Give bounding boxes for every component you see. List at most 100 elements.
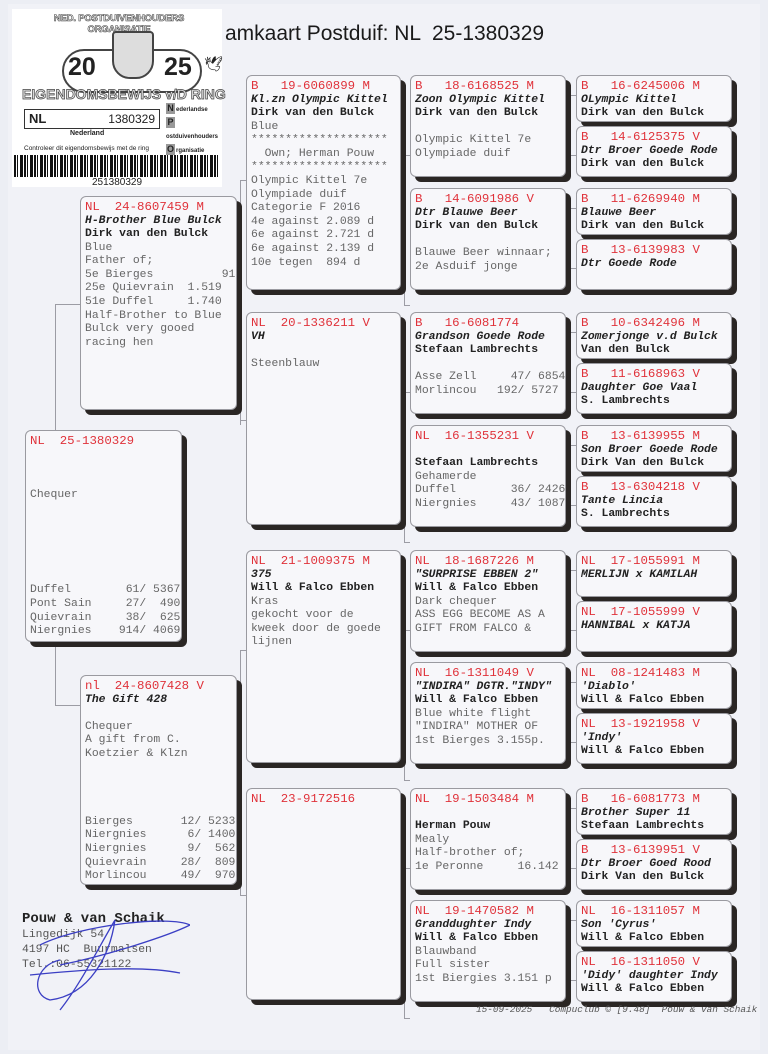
breeder: Will & Falco Ebben [415, 582, 539, 595]
connector-line [55, 304, 80, 305]
ring-number: 1380329 [108, 112, 155, 126]
grandparent-card[interactable]: NL 23-9172516 [246, 788, 401, 1000]
org-word: ederlandse [176, 107, 208, 113]
ring-number: NL 21-1009375 M [251, 554, 370, 568]
connector-line [570, 208, 576, 209]
note-line [30, 571, 177, 585]
note-line: Chequer [85, 720, 133, 733]
breeder: Dirk van den Bulck [581, 158, 705, 171]
note-line [85, 802, 232, 816]
pigeon-name: 'Indy' [581, 731, 623, 744]
connector-line [570, 445, 576, 446]
ring-number: nl 24-8607428 V [85, 679, 204, 693]
great-great-grandparent-card[interactable]: NL 13-1921958 V'Indy'Will & Falco Ebben [576, 713, 732, 764]
barcode [14, 155, 220, 177]
note-line: Blue white flight [415, 707, 532, 720]
note-line [30, 516, 177, 530]
connector-line [55, 304, 56, 430]
connector-line [570, 682, 571, 742]
breeder: Dirk Van den Bulck [581, 457, 705, 470]
note-line: ******************** [251, 134, 388, 147]
note-line: 51e Duffel 1.740 [85, 296, 222, 309]
connector-line [570, 808, 571, 868]
connector-line [570, 392, 576, 393]
ring-number: B 10-6342496 M [581, 316, 700, 330]
pigeon-name: 'Didy' daughter Indy [581, 969, 718, 982]
ring-number: B 13-6139951 V [581, 843, 700, 857]
pigeon-name: OLympic Kittel [581, 93, 677, 106]
great-grandparent-card[interactable]: NL 16-1311049 V"INDIRA" DGTR."INDY"Will … [410, 662, 566, 764]
ring-number: B 11-6269940 M [581, 192, 700, 206]
note-line: Full sister [415, 959, 491, 972]
breeder: Stefaan Lambrechts [415, 344, 539, 357]
connector-line [570, 155, 576, 156]
note-line: Gehamerde [415, 470, 477, 483]
pigeon-name: Son Broer Goede Rode [581, 443, 718, 456]
great-grandparent-card[interactable]: NL 18-1687226 M"SURPRISE EBBEN 2"Will & … [410, 550, 566, 652]
pigeon-name: Granddughter Indy [415, 918, 532, 931]
connector-line [240, 650, 246, 651]
pigeon-name: MERLIJN x KAMILAH [581, 568, 698, 581]
great-great-grandparent-card[interactable]: NL 08-1241483 M'Diablo'Will & Falco Ebbe… [576, 662, 732, 709]
connector-line [570, 808, 576, 809]
ring-number-box: NL 1380329 [24, 109, 160, 129]
note-line: 2e Asduif jonge [415, 260, 518, 273]
ring-card-heading: EIGENDOMSBEWIJS v/D RING [22, 86, 227, 102]
breeder: Dirk van den Bulck [581, 107, 705, 120]
connector-line [404, 155, 405, 305]
note-line: Olympiade duif [415, 147, 511, 160]
note-line: Quievrain 28/ 809 [85, 856, 236, 869]
ring-number: NL 19-1470582 M [415, 904, 534, 918]
breeder: Dirk van den Bulck [415, 107, 539, 120]
note-line: Mealy [415, 833, 450, 846]
connector-line [570, 332, 576, 333]
connector-line [570, 95, 571, 155]
breeder: Stefaan Lambrechts [415, 457, 539, 470]
ring-number: NL 16-1311057 M [581, 904, 700, 918]
note-line [85, 775, 232, 789]
note-line: Niergnies 914/ 4069 [30, 625, 181, 638]
ring-number: B 16-6245006 M [581, 79, 700, 93]
connector-line [404, 392, 405, 542]
connector-line [404, 868, 410, 869]
pigeon-name: HANNIBAL x KATJA [581, 619, 691, 632]
note-line [30, 503, 177, 517]
connector-line [404, 630, 410, 631]
note-line: Bulck very gooed [85, 323, 195, 336]
note-line: 6e against 2.139 d [251, 243, 375, 256]
connector-line [570, 630, 576, 631]
note-line: Half-Brother to Blue [85, 309, 222, 322]
control-text: Controleer dit eigendomsbewijs met de ri… [24, 145, 150, 152]
barcode-number: 251380329 [91, 177, 143, 188]
pigeon-name: Zoon Olympic Kittel [415, 93, 545, 106]
ring-number: B 13-6304218 V [581, 480, 700, 494]
pigeon-name: Blauwe Beer [581, 206, 657, 219]
